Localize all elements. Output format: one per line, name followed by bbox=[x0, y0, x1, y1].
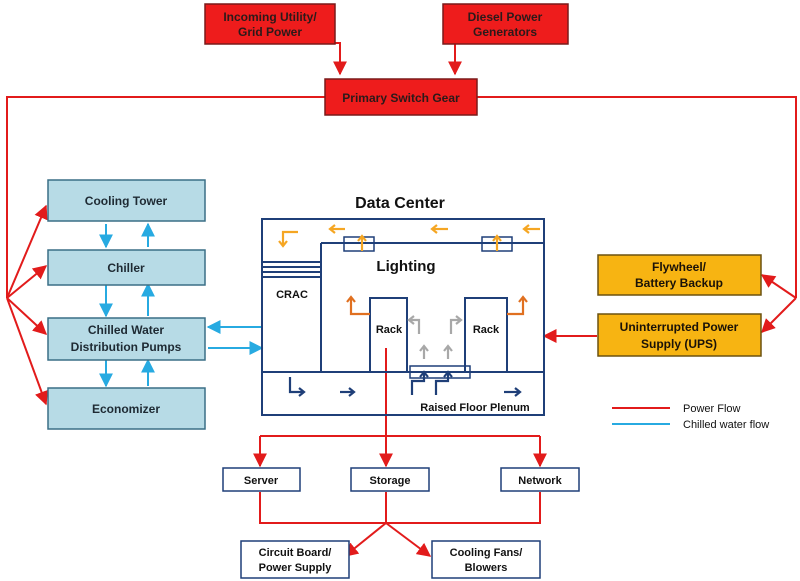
diesel-label-2: Generators bbox=[473, 25, 537, 39]
ups-label-2: Supply (UPS) bbox=[641, 337, 717, 351]
flywheel-label-1: Flywheel/ bbox=[652, 260, 707, 274]
chilled-water-lines bbox=[99, 222, 264, 388]
economizer-label: Economizer bbox=[92, 402, 160, 416]
chiller-label: Chiller bbox=[107, 261, 145, 275]
flywheel-box[interactable]: Flywheel/ Battery Backup bbox=[597, 254, 762, 296]
switch-gear-box[interactable]: Primary Switch Gear bbox=[324, 78, 478, 116]
network-box[interactable]: Network bbox=[500, 467, 580, 492]
pumps-box[interactable]: Chilled Water Distribution Pumps bbox=[47, 317, 206, 361]
chiller-box[interactable]: Chiller bbox=[47, 249, 206, 286]
server-box[interactable]: Server bbox=[222, 467, 301, 492]
cooling-fans-box[interactable]: Cooling Fans/ Blowers bbox=[431, 540, 541, 579]
circuit-board-label-2: Power Supply bbox=[259, 562, 333, 574]
airflow-arrows bbox=[278, 224, 540, 397]
economizer-box[interactable]: Economizer bbox=[47, 387, 206, 430]
ups-label-1: Uninterrupted Power bbox=[620, 320, 739, 334]
cooling-fans-label-2: Blowers bbox=[465, 562, 508, 574]
switch-gear-label: Primary Switch Gear bbox=[342, 91, 460, 105]
utility-label-1: Incoming Utility/ bbox=[223, 10, 317, 24]
lighting-label: Lighting bbox=[376, 258, 435, 275]
legend-water-label: Chilled water flow bbox=[683, 419, 769, 431]
pumps-label-2: Distribution Pumps bbox=[71, 340, 182, 354]
flywheel-label-2: Battery Backup bbox=[635, 276, 723, 290]
pumps-label-1: Chilled Water bbox=[88, 323, 165, 337]
legend-power-label: Power Flow bbox=[683, 403, 741, 415]
utility-box[interactable]: Incoming Utility/ Grid Power bbox=[204, 3, 336, 45]
data-center-title: Data Center bbox=[355, 195, 445, 212]
data-center-room bbox=[261, 218, 545, 416]
utility-label-2: Grid Power bbox=[238, 25, 302, 39]
rack-left-label[interactable]: Rack bbox=[376, 324, 403, 336]
circuit-board-label-1: Circuit Board/ bbox=[259, 547, 332, 559]
rack-right-label[interactable]: Rack bbox=[473, 324, 500, 336]
storage-label: Storage bbox=[370, 475, 411, 487]
power-flow-lines bbox=[6, 42, 797, 557]
network-label: Network bbox=[518, 475, 562, 487]
cooling-tower-box[interactable]: Cooling Tower bbox=[47, 179, 206, 222]
plenum-label: Raised Floor Plenum bbox=[420, 402, 530, 414]
server-label: Server bbox=[244, 475, 279, 487]
ups-box[interactable]: Uninterrupted Power Supply (UPS) bbox=[597, 313, 762, 357]
circuit-board-box[interactable]: Circuit Board/ Power Supply bbox=[240, 540, 350, 579]
diesel-label-1: Diesel Power bbox=[468, 10, 543, 24]
storage-box[interactable]: Storage bbox=[350, 467, 430, 492]
crac-label: CRAC bbox=[276, 289, 308, 301]
diesel-box[interactable]: Diesel Power Generators bbox=[442, 3, 569, 45]
legend: Power Flow Chilled water flow bbox=[612, 403, 769, 431]
cooling-fans-label-1: Cooling Fans/ bbox=[450, 547, 523, 559]
cooling-tower-label: Cooling Tower bbox=[85, 194, 168, 208]
